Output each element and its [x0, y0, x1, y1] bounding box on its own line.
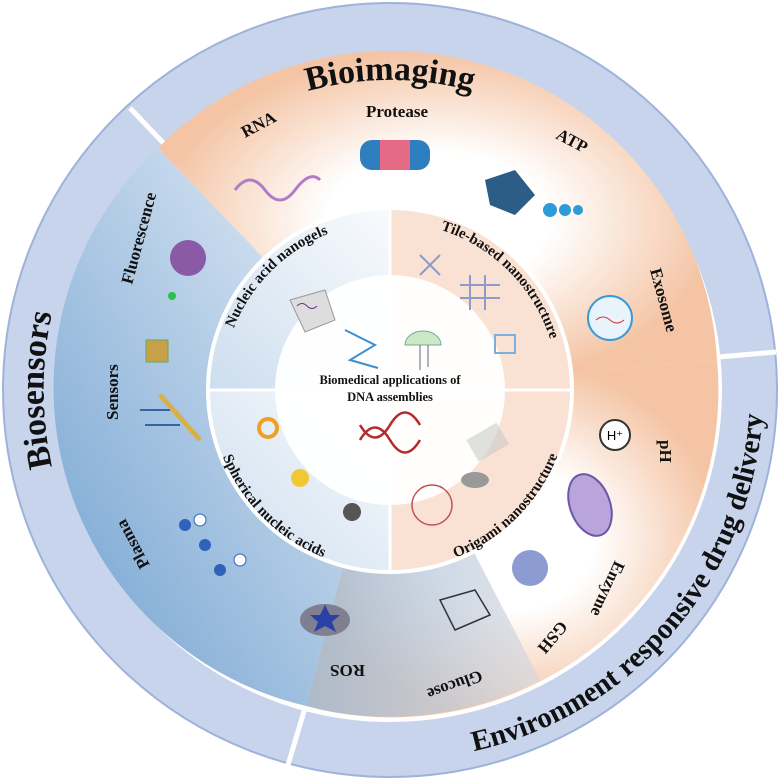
center-circle — [275, 275, 505, 505]
origami-icon — [411, 422, 510, 526]
divider — [717, 349, 777, 360]
gsh-icon — [512, 550, 548, 586]
label-protease: Protease — [366, 102, 428, 121]
svg-text:H⁺: H⁺ — [607, 428, 623, 443]
fluorescence-protein-icon — [168, 240, 206, 300]
label-ros: ROS — [330, 661, 365, 680]
ros-mitochondria-icon — [300, 604, 350, 636]
ph-icon: H⁺ — [599, 419, 631, 451]
label-sensors: Sensors — [103, 364, 122, 420]
dna-tile-icon — [344, 329, 379, 369]
exosome-icon — [587, 295, 633, 341]
center-title-line1: Biomedical applications of — [320, 373, 462, 387]
dna-helix-icon — [358, 411, 422, 454]
plasma-icon — [179, 513, 247, 576]
jellyfish-structure-icon — [404, 330, 442, 370]
label-ph: pH — [656, 440, 675, 463]
nanogel-icon — [289, 289, 336, 333]
atp-icon — [485, 170, 583, 217]
center-title-line2: DNA assemblies — [347, 390, 433, 404]
divider — [285, 707, 308, 766]
sensor-array-icon — [140, 393, 202, 442]
protease-icon — [360, 140, 430, 170]
rna-icon — [233, 175, 322, 202]
enzyme-icon — [567, 473, 613, 537]
glucose-structure-icon — [438, 589, 492, 631]
sensor-chip-icon — [145, 339, 169, 363]
tile-nanostructure-icon — [419, 254, 516, 354]
spherical-nucleic-acid-icon — [257, 417, 361, 521]
